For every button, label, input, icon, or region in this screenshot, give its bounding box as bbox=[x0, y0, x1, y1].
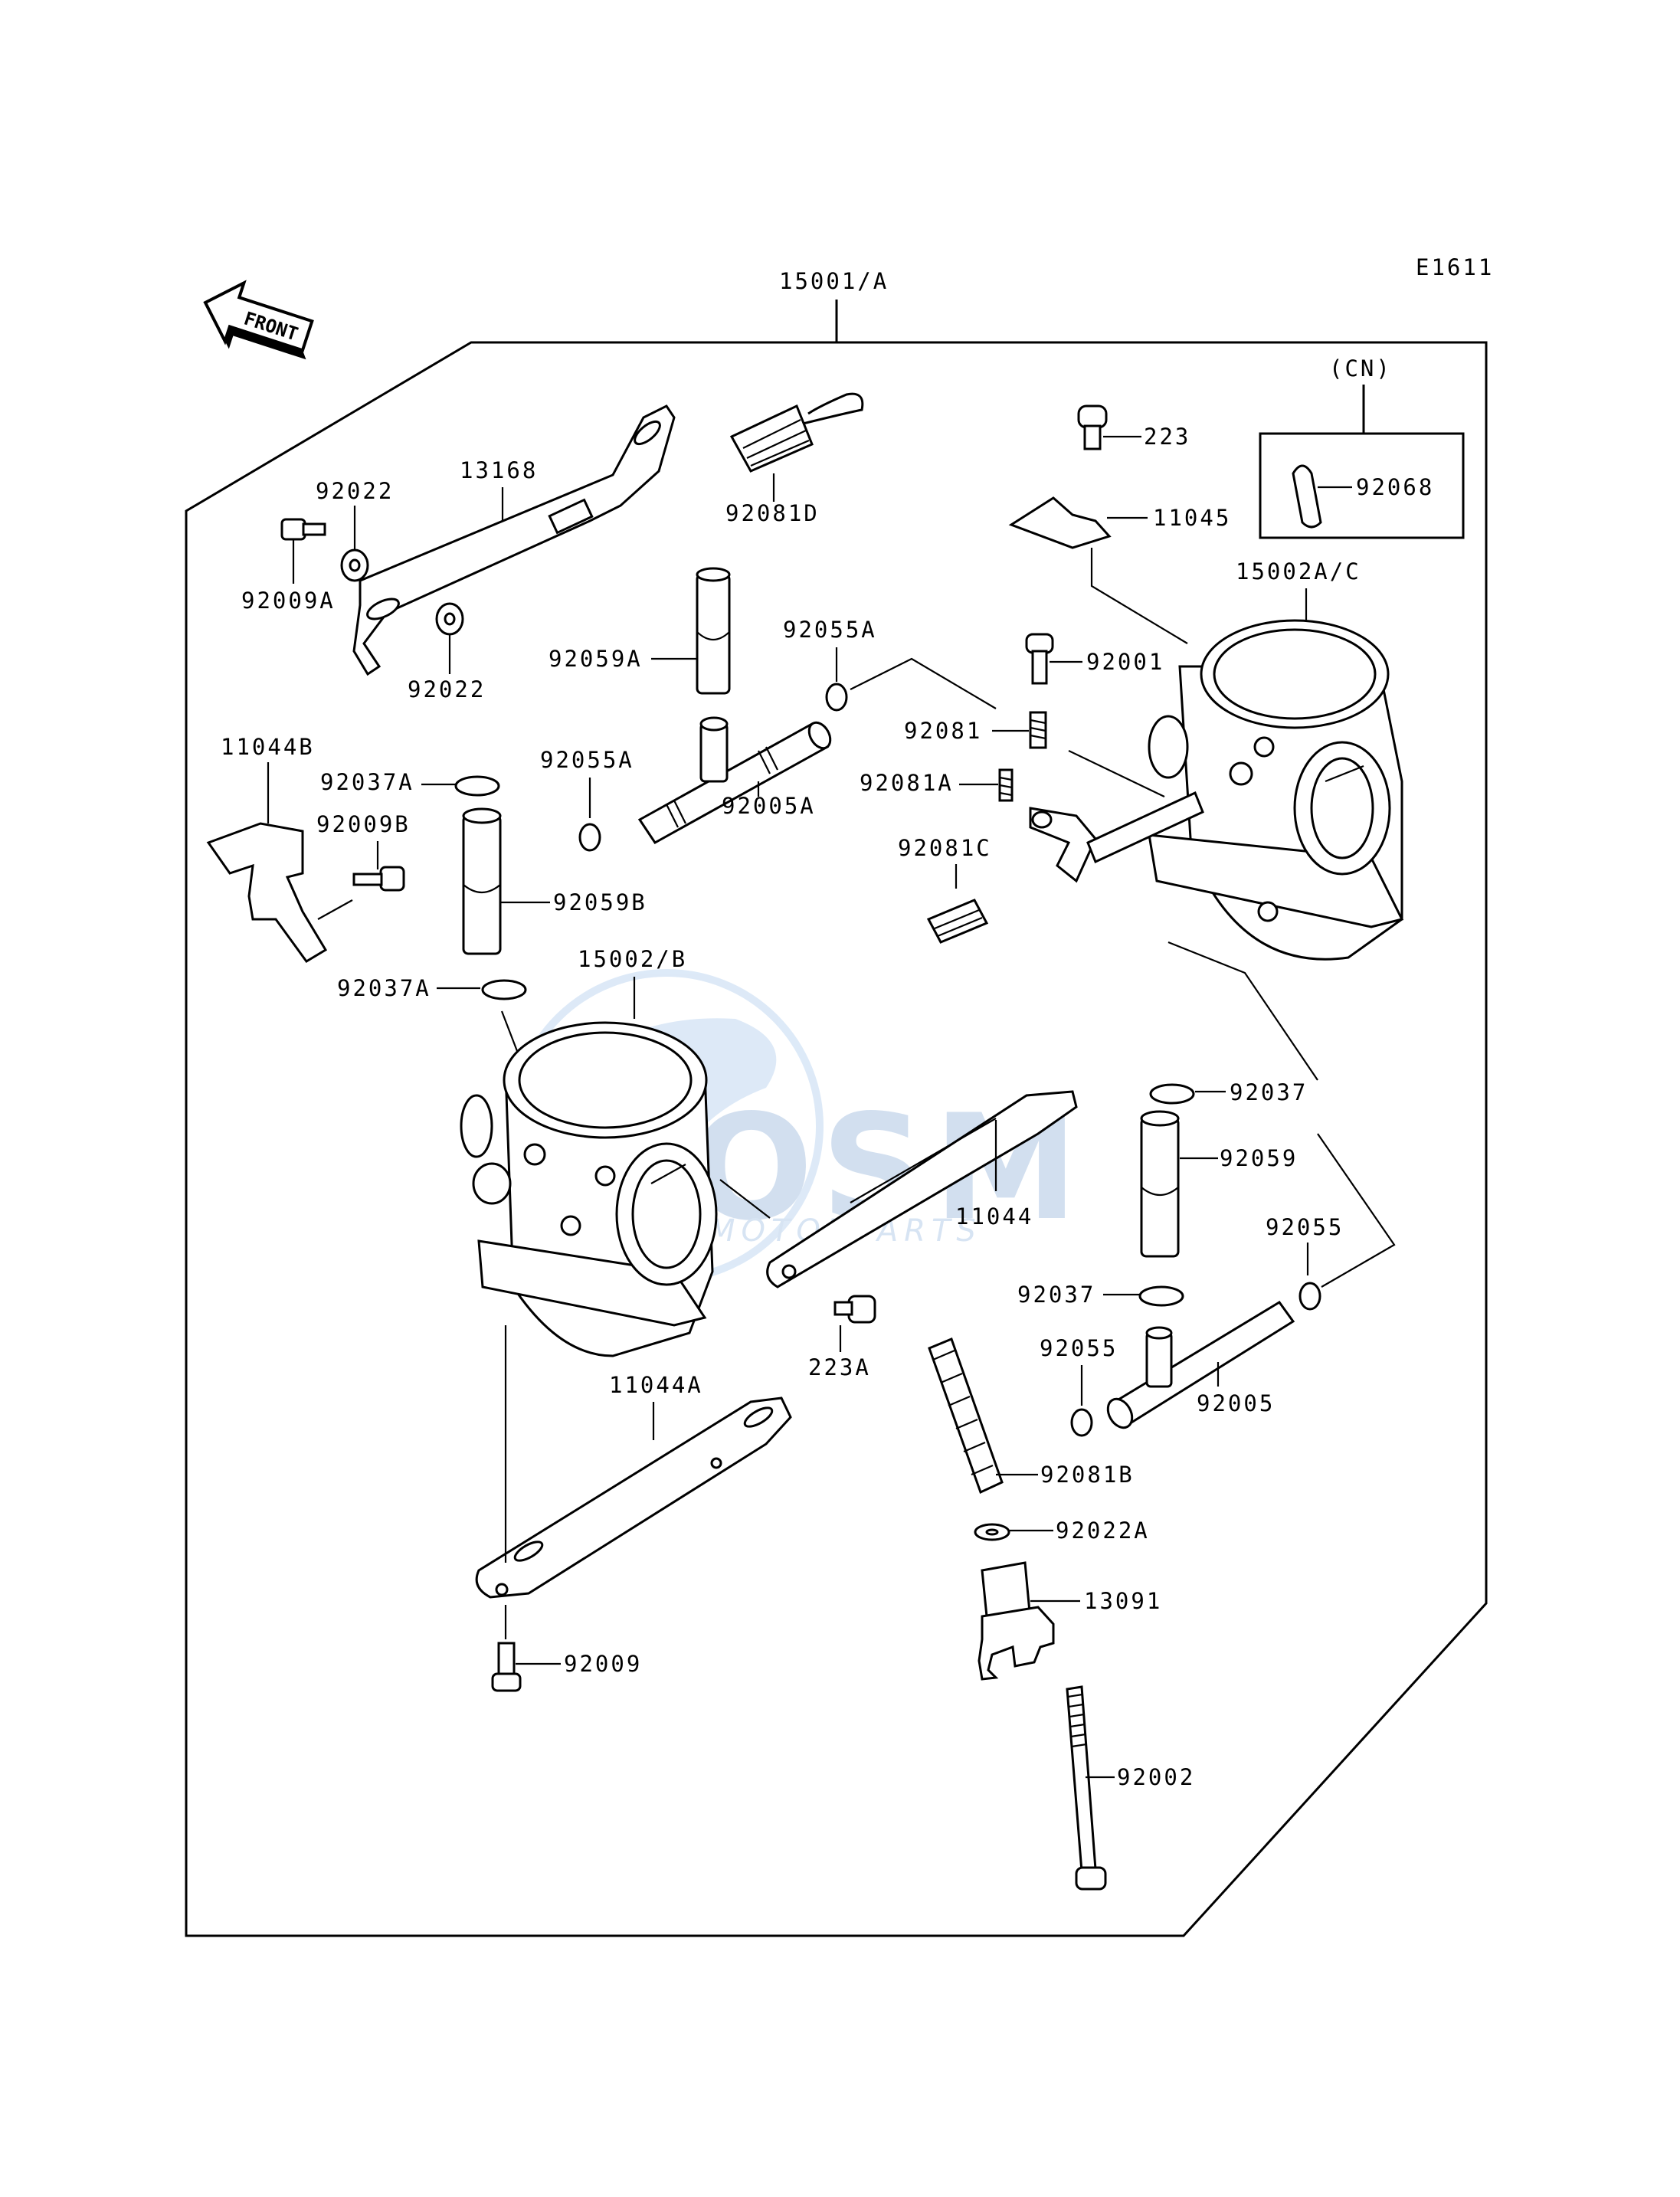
label-15002A_C: 15002A/C bbox=[1236, 558, 1361, 584]
label-92001: 92001 bbox=[1086, 649, 1164, 675]
label-92081: 92081 bbox=[904, 718, 982, 744]
bar-11044A bbox=[475, 1396, 792, 1599]
label-92022A: 92022A bbox=[1056, 1518, 1150, 1544]
label-92005A: 92005A bbox=[722, 793, 816, 819]
pipe-92005 bbox=[1106, 1301, 1295, 1429]
bracket-11044B bbox=[206, 822, 328, 963]
label-92055A-left: 92055A bbox=[540, 747, 634, 773]
oring-92055-right bbox=[1298, 1282, 1321, 1311]
bar-11044 bbox=[766, 1090, 1078, 1288]
label-13091: 13091 bbox=[1084, 1588, 1162, 1614]
label-92037A-mid: 92037A bbox=[337, 975, 431, 1001]
clip-92037-top bbox=[1149, 1083, 1195, 1105]
label-92009A: 92009A bbox=[241, 588, 336, 614]
label-92022-top: 92022 bbox=[316, 478, 394, 504]
label-92005: 92005 bbox=[1197, 1390, 1275, 1416]
screw-92009A bbox=[280, 518, 326, 541]
label-92059A: 92059A bbox=[549, 646, 643, 672]
label-11044: 11044 bbox=[955, 1203, 1033, 1229]
label-11044A: 11044A bbox=[609, 1372, 703, 1398]
bracket-11045 bbox=[1008, 496, 1112, 549]
label-92059B: 92059B bbox=[553, 889, 647, 915]
label-92059: 92059 bbox=[1220, 1145, 1298, 1171]
tube-92059A bbox=[696, 567, 731, 695]
assembly-frame bbox=[185, 341, 1488, 1937]
label-92055-mid: 92055 bbox=[1040, 1335, 1118, 1361]
spring-92081A bbox=[998, 768, 1014, 802]
bracket-13168 bbox=[352, 404, 676, 676]
screw-92009B bbox=[352, 866, 405, 892]
clip-92037A-mid bbox=[481, 979, 527, 1000]
screw-223 bbox=[1077, 404, 1108, 450]
cn-label: (CN) bbox=[1329, 355, 1392, 381]
oring-92055A-left bbox=[578, 823, 601, 852]
screw-92002 bbox=[1066, 1685, 1107, 1891]
label-92081D: 92081D bbox=[725, 500, 820, 526]
label-92037A-top: 92037A bbox=[320, 769, 414, 795]
label-92055-right: 92055 bbox=[1266, 1214, 1344, 1240]
label-92002: 92002 bbox=[1117, 1764, 1195, 1790]
carburetor-15002_B bbox=[460, 1021, 718, 1357]
cap-92068-part bbox=[1292, 464, 1322, 529]
clip-92037-bottom bbox=[1138, 1285, 1184, 1307]
label-92037-bottom: 92037 bbox=[1017, 1282, 1095, 1308]
label-92068: 92068 bbox=[1356, 474, 1434, 500]
label-15002_B: 15002/B bbox=[578, 946, 687, 972]
label-92055A-top: 92055A bbox=[783, 617, 877, 643]
oring-92055A-top bbox=[825, 683, 848, 712]
label-223: 223 bbox=[1144, 424, 1190, 450]
label-11044B: 11044B bbox=[221, 734, 315, 760]
nut-13091 bbox=[978, 1561, 1055, 1681]
front-arrow-icon: FRONT bbox=[203, 280, 314, 360]
screw-223A bbox=[833, 1295, 876, 1324]
carburetor-15002A_C bbox=[1148, 619, 1404, 961]
label-11045: 11045 bbox=[1153, 505, 1231, 531]
cn-box bbox=[1259, 432, 1465, 539]
spring-92081 bbox=[1029, 711, 1047, 749]
label-92037-top: 92037 bbox=[1230, 1079, 1308, 1105]
spring-92081D bbox=[729, 392, 864, 473]
label-92081B: 92081B bbox=[1040, 1462, 1135, 1488]
spring-92081C bbox=[926, 899, 989, 944]
clip-92037A-top bbox=[454, 775, 500, 797]
label-92022-bottom: 92022 bbox=[408, 676, 486, 702]
label-92081C: 92081C bbox=[898, 835, 992, 861]
screw-92009 bbox=[491, 1642, 522, 1692]
oring-92055-mid bbox=[1070, 1408, 1093, 1437]
throttle-link bbox=[1029, 791, 1204, 883]
tube-92059B bbox=[462, 807, 502, 955]
tube-92059 bbox=[1140, 1110, 1180, 1258]
pipe-92005A bbox=[637, 716, 832, 844]
label-13168: 13168 bbox=[460, 457, 538, 483]
label-92081A: 92081A bbox=[860, 770, 954, 796]
spring-92081B bbox=[928, 1338, 1004, 1495]
screw-92001 bbox=[1025, 633, 1054, 685]
diagram-code: E1611 bbox=[1416, 254, 1494, 280]
label-223A: 223A bbox=[808, 1354, 871, 1380]
label-92009B: 92009B bbox=[316, 811, 411, 837]
label-92009: 92009 bbox=[564, 1651, 642, 1677]
assembly-label: 15001/A bbox=[779, 268, 889, 294]
